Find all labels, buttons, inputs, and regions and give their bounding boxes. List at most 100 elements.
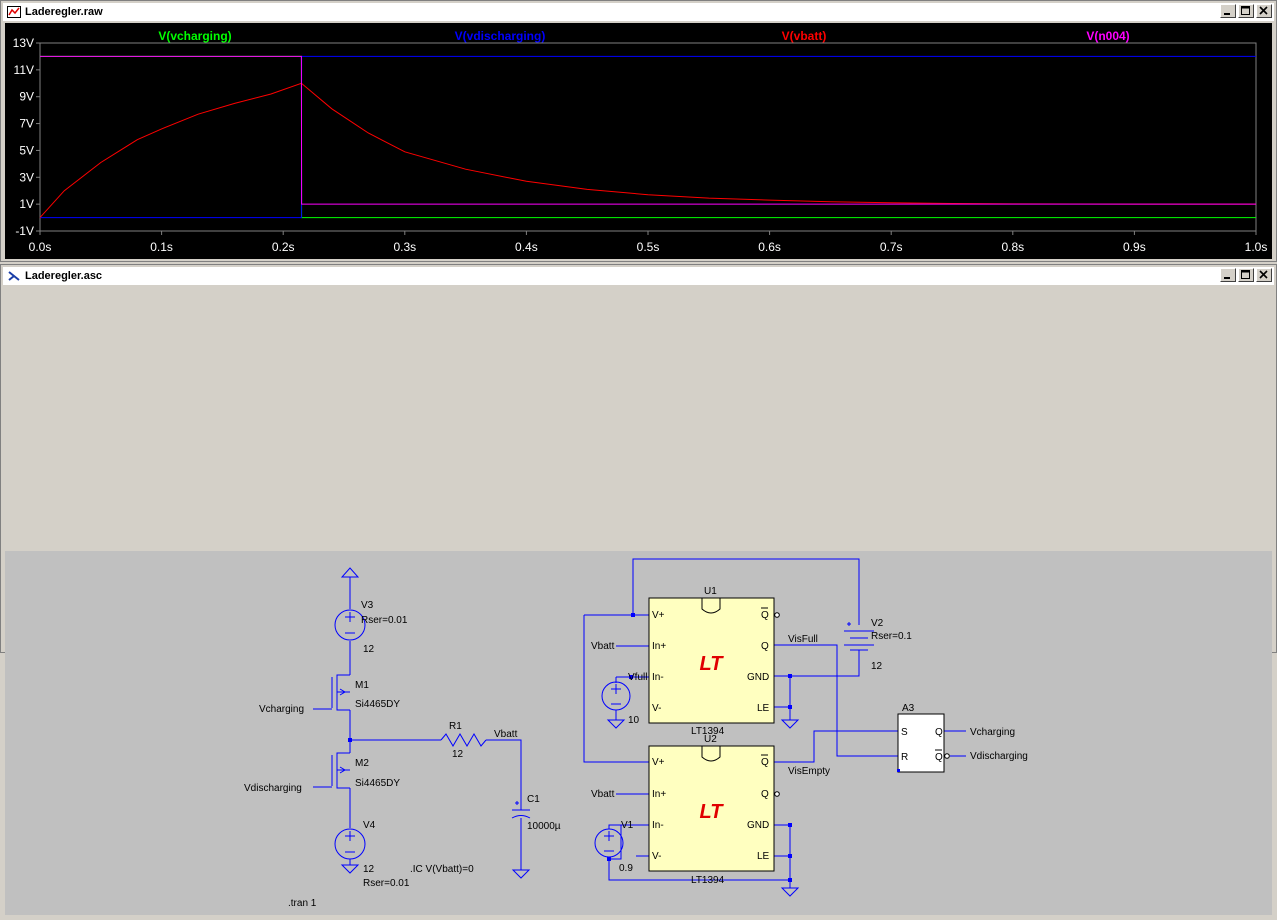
A3-pin-r: R: [901, 752, 908, 763]
mosfet-M1[interactable]: [313, 674, 350, 711]
y-tick-label: 3V: [19, 170, 34, 184]
U1-pin-vminus: V-: [652, 703, 661, 714]
x-tick-label: 0.8s: [1001, 240, 1024, 254]
maximize-button[interactable]: [1238, 4, 1254, 18]
voltage-source-V4[interactable]: [334, 828, 366, 865]
y-tick-label: 5V: [19, 143, 34, 157]
V4-ref: V4: [363, 820, 376, 831]
schematic-app-icon: [8, 271, 20, 281]
net-label-vdischarging-gate: Vdischarging: [244, 783, 302, 794]
Vfull-value: 10: [628, 715, 640, 726]
U2-pin-vplus: V+: [652, 757, 665, 768]
chart-legend: V(vcharging) V(vdischarging) V(vbatt) V(n00…: [158, 29, 1129, 43]
tran-directive[interactable]: .tran 1: [288, 898, 317, 909]
U1-pin-inplus: In+: [652, 641, 666, 652]
waveform-titlebar[interactable]: Laderegler.raw: [3, 3, 1274, 21]
waveform-window-controls: [1218, 4, 1272, 18]
M2-ref: M2: [355, 758, 369, 769]
minimize-button[interactable]: [1220, 4, 1236, 18]
waveform-plot[interactable]: V(vcharging) V(vdischarging) V(vbatt) V(n00…: [5, 23, 1272, 259]
voltage-source-V3[interactable]: [334, 609, 366, 641]
V3-ref: V3: [361, 600, 374, 611]
net-label-visempty: VisEmpty: [788, 766, 830, 777]
U1-pin-inminus: In-: [652, 672, 664, 683]
U2-pin-inminus: In-: [652, 820, 664, 831]
minimize-icon: [1224, 13, 1230, 15]
U2-pin-gnd: GND: [747, 820, 769, 831]
U2-pin-vminus: V-: [652, 851, 661, 862]
close-button[interactable]: [1256, 4, 1272, 18]
schematic-window: Laderegler.asc: [0, 264, 1277, 915]
schematic-window-title: Laderegler.asc: [25, 270, 103, 282]
schematic-titlebar[interactable]: Laderegler.asc: [3, 267, 1274, 285]
resistor-R1[interactable]: [440, 733, 487, 747]
U2-pin-q: Q: [761, 789, 769, 800]
waveform-app-icon: [7, 6, 21, 18]
R1-ref: R1: [449, 721, 462, 732]
series-line[interactable]: [40, 55, 1256, 219]
x-tick-label: 0.5s: [637, 240, 660, 254]
close-icon: [1259, 6, 1268, 15]
C1-ref: C1: [527, 794, 540, 805]
C1-value: 10000µ: [527, 821, 561, 832]
A3-pin-s: S: [901, 727, 908, 738]
U2-pin-le: LE: [757, 851, 770, 862]
voltage-source-V1[interactable]: [594, 824, 624, 858]
A3-pin-qbar: Q: [935, 752, 943, 763]
battery-V2[interactable]: [844, 622, 874, 651]
close-button[interactable]: [1256, 268, 1272, 282]
U1-pin-q: Q: [761, 641, 769, 652]
y-tick-label: 11V: [14, 63, 34, 77]
close-icon: [1259, 270, 1268, 279]
series-line[interactable]: [40, 55, 1256, 205]
V2-value: 12: [871, 661, 883, 672]
net-label-vbatt-u2: Vbatt: [591, 789, 615, 800]
V2-ref: V2: [871, 618, 884, 629]
schematic-canvas[interactable]: V3 Rser=0.01 12 V4 12 Rser=0.01 M1 Si446…: [5, 551, 1272, 915]
supply-arrow-icon: [340, 567, 360, 578]
y-tick-label: 9V: [19, 90, 34, 104]
waveform-window: Laderegler.raw V(vcharging) V(vdischargin…: [0, 0, 1277, 262]
maximize-icon: [1241, 270, 1250, 279]
ic-directive[interactable]: .IC V(Vbatt)=0: [410, 864, 474, 875]
M1-model: Si4465DY: [355, 699, 400, 710]
legend-entry[interactable]: V(vcharging): [158, 29, 231, 43]
series-line[interactable]: [39, 82, 1256, 218]
x-tick-label: 0.1s: [150, 240, 173, 254]
V3-param: Rser=0.01: [361, 615, 408, 626]
legend-entry[interactable]: V(n004): [1086, 29, 1129, 43]
maximize-button[interactable]: [1238, 268, 1254, 282]
y-tick-label: 13V: [13, 36, 34, 50]
flipflop-A3[interactable]: S R Q Q: [897, 713, 950, 773]
net-label-vbatt: Vbatt: [494, 729, 518, 740]
U2-part: LT1394: [691, 875, 725, 886]
plot-frame: [39, 42, 1257, 232]
net-label-vbatt-u1: Vbatt: [591, 641, 615, 652]
U2-ref: U2: [704, 734, 717, 745]
V3-value: 12: [363, 644, 375, 655]
x-tick-label: 0.7s: [880, 240, 903, 254]
legend-entry[interactable]: V(vbatt): [782, 29, 827, 43]
comparator-U2[interactable]: V+ In+ In- V- Q Q GND LE LT: [648, 745, 780, 872]
schematic-window-controls: [1218, 268, 1272, 282]
series-line[interactable]: [40, 55, 1256, 219]
U2-pin-inplus: In+: [652, 789, 666, 800]
minimize-button[interactable]: [1220, 268, 1236, 282]
waveform-chart[interactable]: V(vcharging) V(vdischarging) V(vbatt) V(n00…: [5, 23, 1272, 259]
M2-model: Si4465DY: [355, 778, 400, 789]
U1-pin-vplus: V+: [652, 610, 665, 621]
net-label-vcharging-gate: Vcharging: [259, 704, 304, 715]
U1-pin-qbar: Q: [761, 610, 769, 621]
x-tick-label: 0.3s: [393, 240, 416, 254]
schematic-drawing[interactable]: V3 Rser=0.01 12 V4 12 Rser=0.01 M1 Si446…: [5, 551, 1272, 915]
net-label-vdischarging-out: Vdischarging: [970, 751, 1028, 762]
net-label-visfull: VisFull: [788, 634, 818, 645]
legend-entry[interactable]: V(vdischarging): [455, 29, 546, 43]
mosfet-M2[interactable]: [313, 752, 350, 789]
voltage-source-Vfull[interactable]: [601, 681, 631, 711]
R1-value: 12: [452, 749, 464, 760]
comparator-U1[interactable]: V+ In+ In- V- Q Q GND LE LT: [648, 597, 780, 724]
A3-ref: A3: [902, 703, 915, 714]
y-tick-label: 1V: [19, 197, 34, 211]
